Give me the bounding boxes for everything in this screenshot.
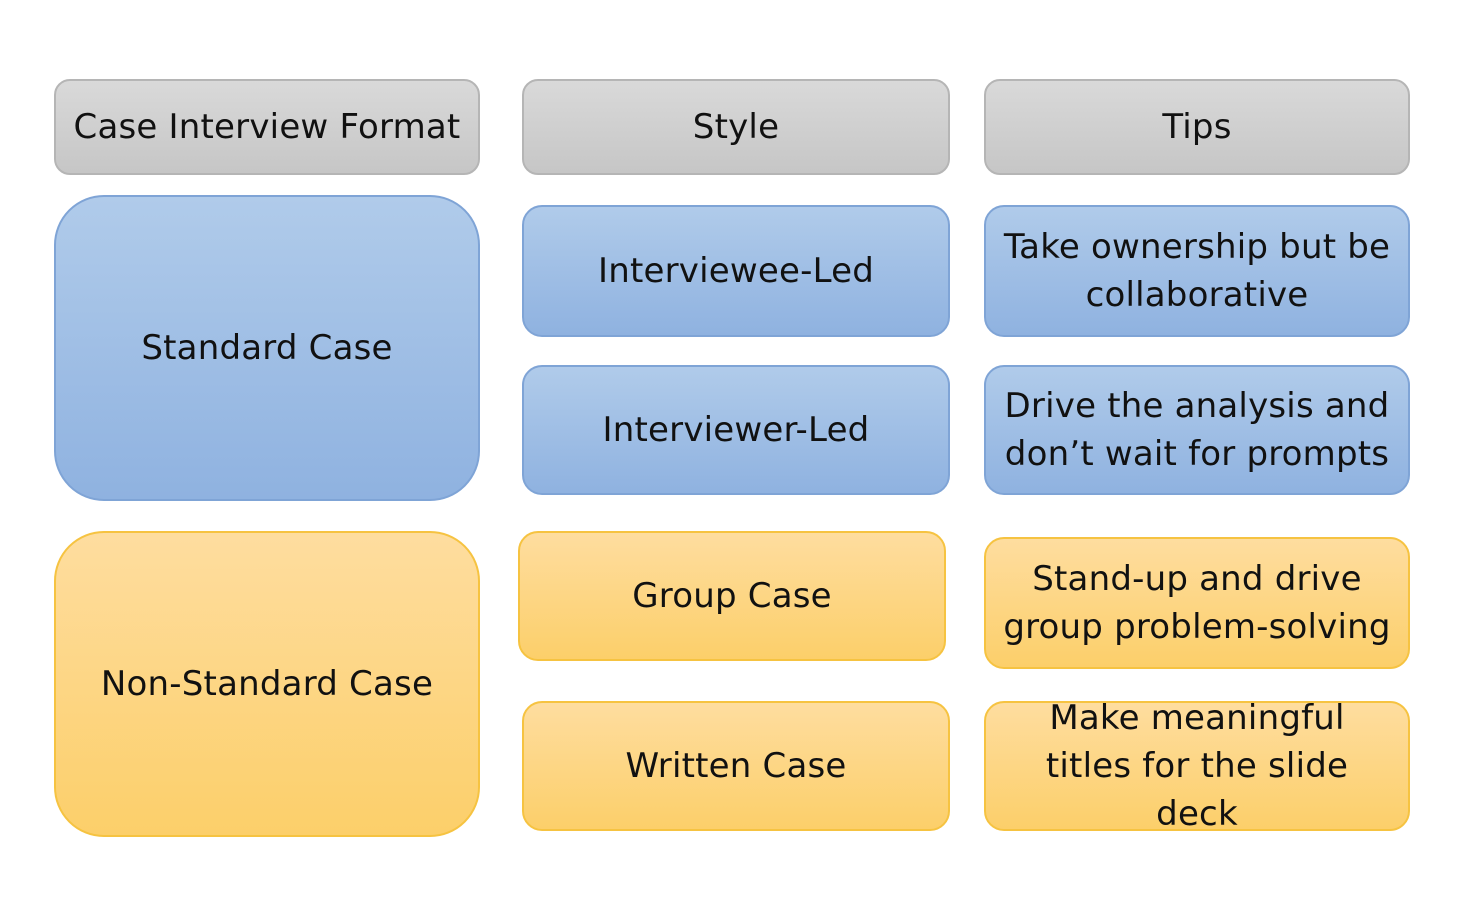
tip-line: Make meaningful: [1049, 698, 1345, 738]
tip-line: don’t wait for prompts: [1004, 434, 1390, 474]
tip-text: Stand-up and drive group problem-solving: [1003, 555, 1390, 651]
header-tips-label: Tips: [1162, 107, 1232, 147]
header-case-interview-format: Case Interview Format: [54, 79, 480, 175]
tip-line: Drive the analysis and: [1004, 386, 1390, 426]
header-tips: Tips: [984, 79, 1410, 175]
tip-line: Stand-up and drive: [1032, 559, 1362, 599]
style-interviewee-led: Interviewee-Led: [522, 205, 950, 337]
tip-interviewee-led: Take ownership but be collaborative: [984, 205, 1410, 337]
tip-interviewer-led: Drive the analysis and don’t wait for pr…: [984, 365, 1410, 495]
tip-text: Drive the analysis and don’t wait for pr…: [1005, 382, 1390, 478]
style-interviewer-label: Interviewer-Led: [602, 410, 870, 450]
format-standard-label: Standard Case: [141, 328, 393, 368]
tip-line: collaborative: [1085, 275, 1309, 315]
tip-line: group problem-solving: [1003, 607, 1391, 647]
header-style-label: Style: [692, 107, 780, 147]
tip-text: Make meaningful titles for the slide dec…: [1000, 694, 1394, 838]
tip-group-case: Stand-up and drive group problem-solving: [984, 537, 1410, 669]
format-non-standard-case: Non-Standard Case: [54, 531, 480, 837]
style-group-label: Group Case: [632, 576, 832, 616]
style-group-case: Group Case: [518, 531, 946, 661]
header-format-label: Case Interview Format: [73, 107, 461, 147]
style-interviewer-led: Interviewer-Led: [522, 365, 950, 495]
format-non-standard-label: Non-Standard Case: [100, 664, 434, 704]
tip-written-case: Make meaningful titles for the slide dec…: [984, 698, 1410, 834]
style-written-label: Written Case: [625, 746, 847, 786]
style-written-case: Written Case: [522, 701, 950, 831]
tip-line: Take ownership but be: [1003, 227, 1391, 267]
tip-line: titles for the slide deck: [1045, 746, 1349, 834]
header-style: Style: [522, 79, 950, 175]
tip-text: Take ownership but be collaborative: [1004, 223, 1390, 319]
format-standard-case: Standard Case: [54, 195, 480, 501]
style-interviewee-label: Interviewee-Led: [597, 251, 875, 291]
